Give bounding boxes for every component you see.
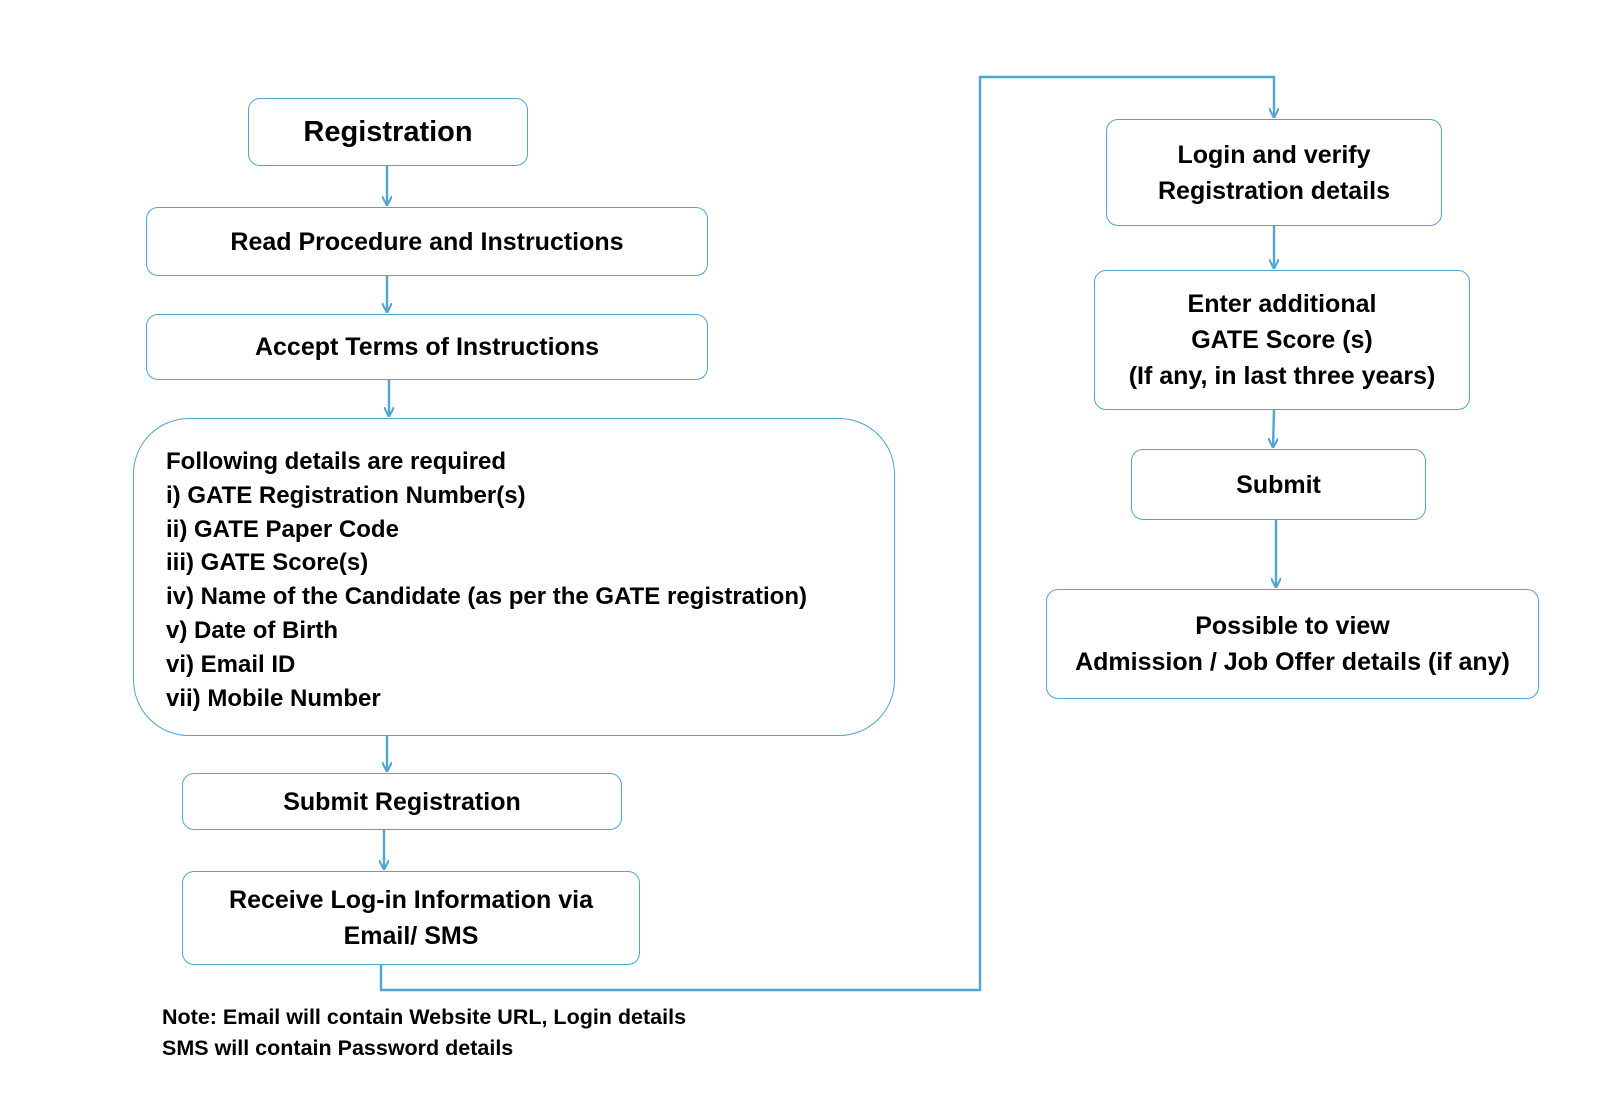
step-registration: Registration bbox=[248, 98, 528, 166]
step-login-verify-line: Registration details bbox=[1158, 176, 1390, 205]
required-details-heading: Following details are required bbox=[166, 448, 507, 475]
step-required-details: Following details are required i) GATE R… bbox=[133, 418, 895, 736]
required-detail-item: v) Date of Birth bbox=[166, 616, 339, 644]
step-read-procedure-label: Read Procedure and Instructions bbox=[230, 227, 624, 256]
required-detail-item: iv) Name of the Candidate (as per the GA… bbox=[166, 583, 807, 611]
step-enter-scores-line: Enter additional bbox=[1187, 290, 1377, 318]
required-detail-item: vi) Email ID bbox=[166, 650, 296, 678]
step-enter-scores-line: (If any, in last three years) bbox=[1128, 362, 1436, 390]
step-login-verify-line: Login and verify bbox=[1177, 140, 1371, 169]
step-submit-label: Submit bbox=[1236, 470, 1321, 499]
step-accept-terms-label: Accept Terms of Instructions bbox=[254, 333, 600, 361]
step-receive-login: Receive Log-in Information via Email/ SM… bbox=[182, 871, 640, 965]
step-receive-login-line: Email/ SMS bbox=[343, 922, 479, 950]
required-detail-item: vii) Mobile Number bbox=[166, 684, 381, 712]
step-submit-registration: Submit Registration bbox=[182, 773, 622, 830]
required-detail-item: i) GATE Registration Number(s) bbox=[166, 481, 526, 509]
step-login-verify: Login and verify Registration details bbox=[1106, 119, 1442, 226]
step-receive-login-line: Receive Log-in Information via bbox=[229, 886, 593, 914]
footnote-line: SMS will contain Password details bbox=[162, 1036, 514, 1060]
step-submit-registration-label: Submit Registration bbox=[283, 787, 521, 816]
step-registration-label: Registration bbox=[303, 116, 473, 148]
footnote-line: Note: Email will contain Website URL, Lo… bbox=[162, 1005, 687, 1029]
step-possible-view-line: Possible to view bbox=[1195, 612, 1390, 640]
connector-receive-to-login bbox=[379, 75, 1274, 992]
footnote: Note: Email will contain Website URL, Lo… bbox=[162, 1002, 686, 1064]
step-enter-scores-line: GATE Score (s) bbox=[1191, 326, 1373, 354]
required-detail-item: iii) GATE Score(s) bbox=[166, 549, 369, 577]
required-detail-item: ii) GATE Paper Code bbox=[166, 515, 399, 543]
step-possible-view-line: Admission / Job Offer details (if any) bbox=[1075, 648, 1510, 676]
step-possible-view: Possible to view Admission / Job Offer d… bbox=[1046, 589, 1539, 699]
step-accept-terms: Accept Terms of Instructions bbox=[146, 314, 708, 380]
step-submit: Submit bbox=[1131, 449, 1426, 520]
step-read-procedure: Read Procedure and Instructions bbox=[146, 207, 708, 276]
step-enter-scores: Enter additional GATE Score (s) (If any,… bbox=[1094, 270, 1470, 410]
arrow-enter-to-submit bbox=[1273, 409, 1274, 447]
